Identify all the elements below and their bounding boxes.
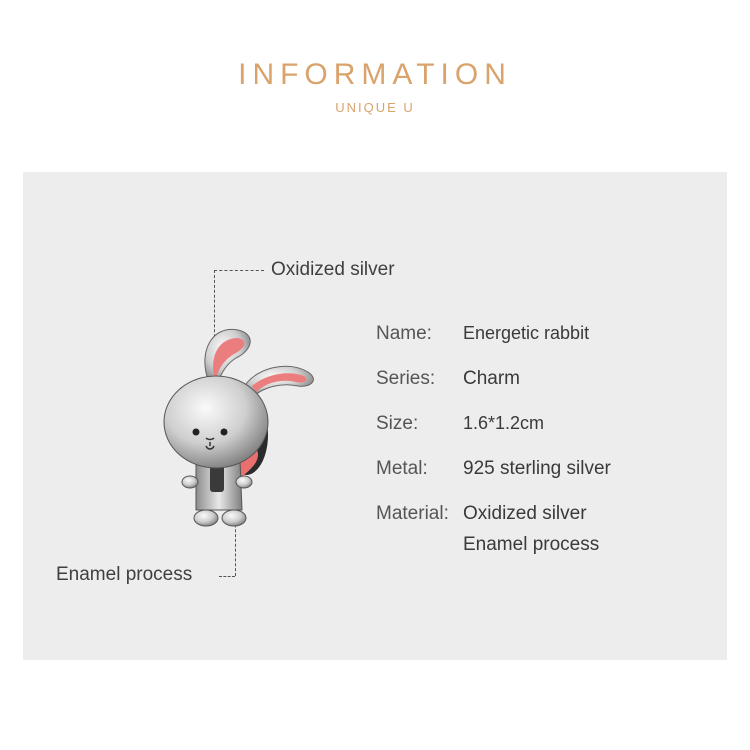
spec-label: Size: [376,413,419,434]
spec-value: 1.6*1.2cm [463,413,545,433]
callout-enamel-process: Enamel process [56,564,193,585]
page-title: INFORMATION [238,58,512,91]
spec-value: Charm [463,368,521,389]
spec-value: Oxidized silver [463,503,587,524]
spec-label: Name: [376,323,432,344]
rabbit-charm-image [163,328,314,527]
callout-bottom-line-h [219,576,235,577]
callout-bottom-line-v [235,500,236,576]
callout-top-line-v [214,270,215,352]
brand-subtitle: UNIQUE U [335,100,415,115]
callout-oxidized-silver: Oxidized silver [271,259,395,280]
spec-label: Metal: [376,458,428,479]
spec-label: Series: [376,368,436,389]
spec-value: 925 sterling silver [463,458,611,479]
callout-top-line-h [214,270,264,271]
spec-value: Energetic rabbit [463,323,590,343]
spec-value: Enamel process [463,534,600,555]
info-panel [23,172,727,660]
spec-label: Material: [376,503,449,524]
